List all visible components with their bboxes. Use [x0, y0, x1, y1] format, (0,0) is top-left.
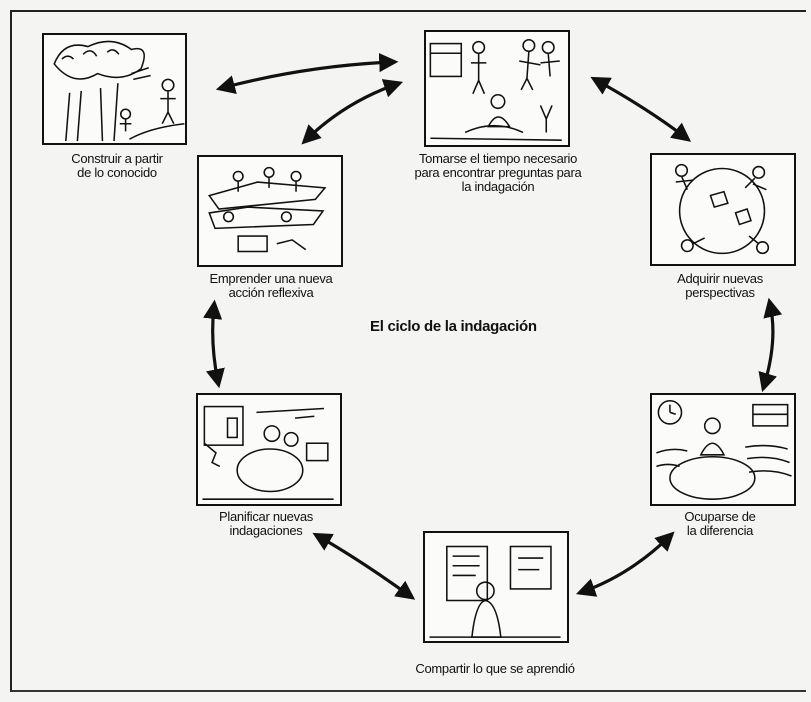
panel-construir-drawing: [42, 33, 187, 145]
diagram-title: El ciclo de la indagación: [370, 318, 537, 335]
arrow-tomarse-adquirir: [590, 76, 692, 142]
page-frame: [10, 10, 806, 692]
arrow-adquirir-ocuparse: [758, 297, 783, 393]
arrow-planificar-emprender: [203, 299, 225, 389]
arrow-compartir-planificar: [312, 532, 416, 600]
arrow-construir-tomarse: [215, 52, 399, 95]
arrow-emprender-tomarse: [301, 79, 404, 145]
panel-emprender-drawing: [197, 155, 343, 267]
panel-compartir-drawing: [423, 531, 569, 643]
panel-adquirir-drawing: [650, 153, 796, 266]
panel-tomarse-drawing: [424, 30, 570, 147]
panel-planificar-drawing: [196, 393, 342, 506]
panel-ocuparse-drawing: [650, 393, 796, 506]
caption-compartir: Compartir lo que se aprendió: [415, 661, 575, 676]
arrow-ocuparse-compartir: [575, 531, 675, 597]
